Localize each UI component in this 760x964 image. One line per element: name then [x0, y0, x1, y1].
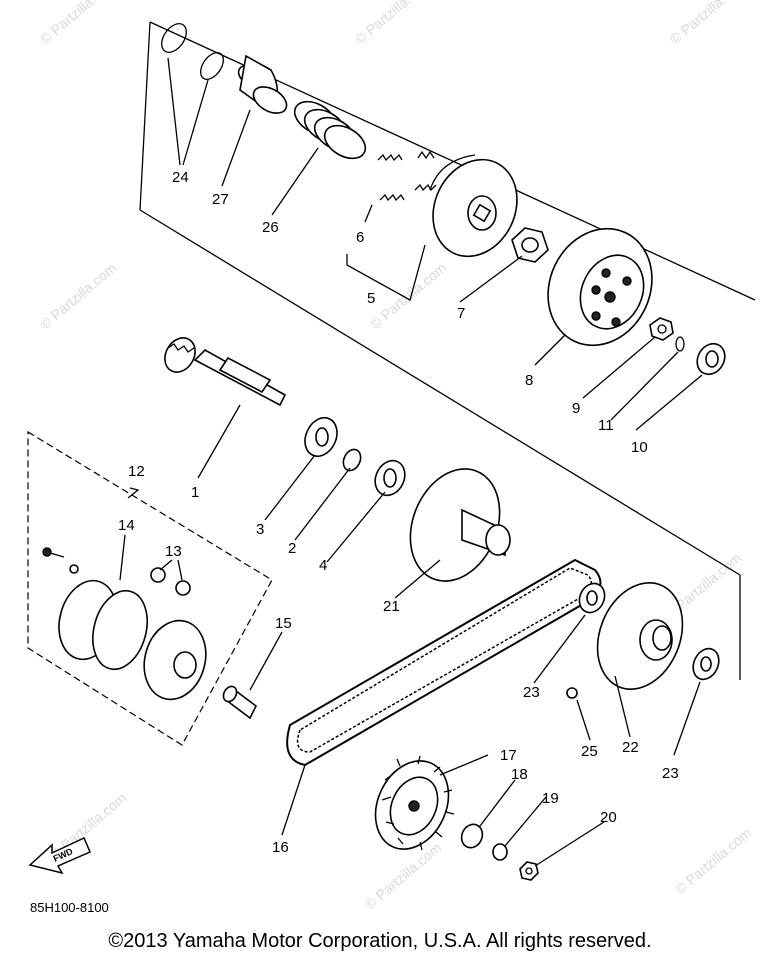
nut-20	[519, 861, 539, 881]
fixed-sheave-22	[596, 582, 684, 690]
watermark: © Partzilla.com	[667, 0, 750, 47]
callout-8: 8	[525, 372, 533, 389]
callout-23: 23	[662, 765, 679, 782]
clutch-springs	[377, 150, 437, 202]
callout-5: 5	[367, 290, 375, 307]
callout-16: 16	[272, 839, 289, 856]
circlip-2	[342, 448, 362, 472]
watermark: © Partzilla.com	[37, 0, 120, 47]
callouts: 24 27 26 6 5 7 8 9 11 10 12 1 3 14 2 13 …	[118, 169, 679, 856]
primary-sheave-14	[42, 547, 207, 701]
callout-7: 7	[457, 305, 465, 322]
watermark: © Partzilla.com	[37, 259, 120, 332]
v-belt-16	[286, 558, 602, 767]
watermark: © Partzilla.com	[362, 839, 445, 912]
compression-spring-26	[293, 100, 367, 160]
clutch-carrier-5	[429, 154, 518, 258]
callout-24: 24	[172, 169, 189, 186]
weights-13	[150, 567, 191, 596]
callout-23: 23	[523, 684, 540, 701]
nut-7	[511, 227, 549, 263]
spring-washer-19	[492, 843, 508, 861]
callout-17: 17	[500, 747, 517, 764]
fwd-arrow-icon: FWD	[28, 836, 91, 875]
bearing-23	[578, 582, 606, 614]
nut-9	[649, 317, 674, 341]
leader-lines	[119, 57, 703, 867]
copyright-notice: ©2013 Yamaha Motor Corporation, U.S.A. A…	[108, 930, 652, 952]
callout-14: 14	[118, 517, 135, 534]
sleeve-27	[237, 54, 288, 114]
bearing-10	[696, 342, 726, 376]
callout-3: 3	[256, 521, 264, 538]
callout-2: 2	[288, 540, 296, 557]
watermark: © Partzilla.com	[352, 0, 435, 47]
callout-20: 20	[600, 809, 617, 826]
callout-12: 12	[128, 463, 145, 480]
callout-26: 26	[262, 219, 279, 236]
collar-15	[222, 685, 258, 720]
callout-21: 21	[383, 598, 400, 615]
callout-9: 9	[572, 400, 580, 417]
watermark: © Partzilla.com	[672, 824, 755, 897]
clutch-housing-8	[547, 227, 653, 347]
cooling-fan-17	[374, 755, 455, 851]
callout-19: 19	[542, 790, 559, 807]
plate-washer-18	[460, 823, 484, 849]
watermark: © Partzilla.com	[367, 259, 450, 332]
callout-25: 25	[581, 743, 598, 760]
callout-11: 11	[598, 417, 614, 434]
callout-13: 13	[165, 543, 182, 560]
oil-seal-4	[374, 459, 406, 497]
callout-18: 18	[511, 766, 528, 783]
o-ring-24	[161, 23, 224, 80]
callout-1: 1	[191, 484, 199, 501]
secondary-sheave-21	[409, 468, 511, 582]
callout-22: 22	[622, 739, 639, 756]
bearing-3	[304, 416, 338, 458]
bearing-23	[692, 647, 720, 681]
diagram-code: 85H100-8100	[30, 900, 109, 915]
callout-4: 4	[319, 557, 327, 574]
callout-6: 6	[356, 229, 364, 246]
callout-10: 10	[631, 439, 648, 456]
washer-11	[675, 336, 685, 352]
callout-15: 15	[275, 615, 292, 632]
primary-shaft-1	[164, 337, 287, 407]
pin-25	[566, 687, 578, 699]
callout-27: 27	[212, 191, 229, 208]
